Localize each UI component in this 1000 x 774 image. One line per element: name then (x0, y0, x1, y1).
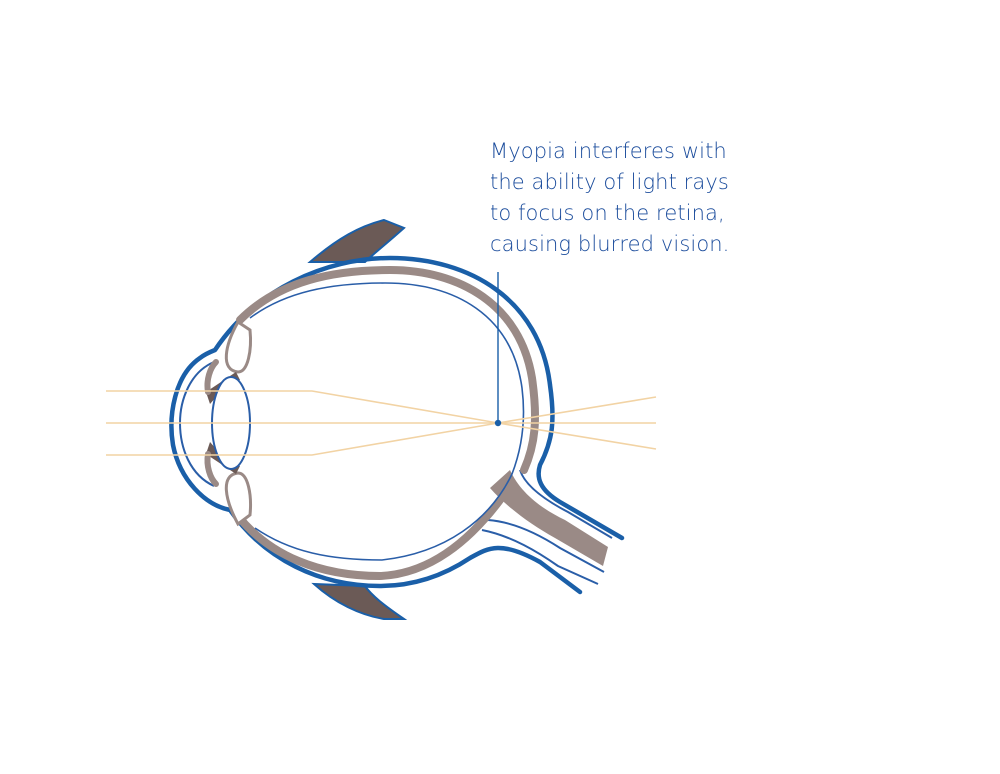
focal-point-marker (494, 419, 502, 427)
retina-layer (249, 282, 525, 561)
caption-line-3: to focus on the retina, (490, 201, 725, 225)
optic-nerve-line-1 (519, 469, 613, 539)
optic-nerve-line-2 (487, 519, 605, 573)
cornea-gray-edge-upper (204, 359, 219, 395)
optic-nerve-line-3 (481, 529, 599, 585)
cornea-gray-edge-lower (204, 451, 219, 487)
caption-line-2: the ability of light rays (490, 170, 729, 194)
light-ray-bottom (106, 422, 657, 456)
choroid-layer (234, 265, 539, 581)
lower-eyelid-tissue (311, 582, 408, 620)
caption-line-1: Myopia interferes with (490, 139, 727, 163)
light-rays (106, 390, 657, 456)
light-ray-top (106, 390, 657, 424)
myopia-caption: Myopia interferes with the ability of li… (490, 136, 790, 260)
optic-nerve-sheath (490, 470, 608, 566)
ciliary-body-upper (224, 319, 252, 374)
upper-eyelid-tissue (307, 218, 406, 263)
sclera-outer-outline (169, 255, 625, 595)
caption-line-4: causing blurred vision. (490, 232, 730, 256)
ciliary-body-lower (224, 471, 252, 527)
